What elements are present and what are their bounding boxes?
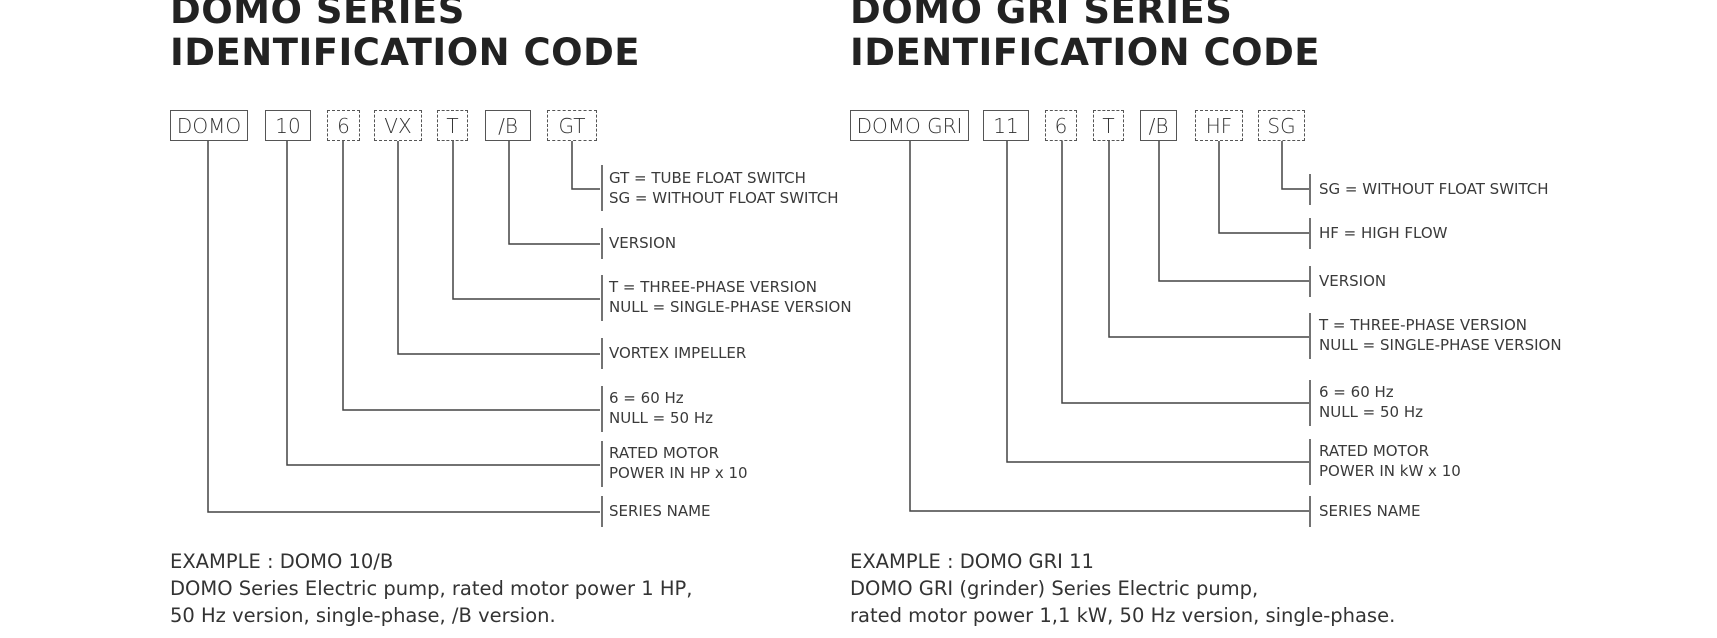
connector-series-name	[207, 141, 600, 513]
left-example: EXAMPLE : DOMO 10/B DOMO Series Electric…	[170, 548, 692, 629]
code-box-domo: DOMO	[170, 110, 248, 141]
example-line1: DOMO Series Electric pump, rated motor p…	[170, 577, 693, 600]
code-box-version: /B	[485, 110, 531, 141]
connector-frequency	[1061, 141, 1309, 404]
code-box-phase: T	[1093, 110, 1124, 141]
connector-power	[286, 141, 600, 466]
code-box-power: 10	[265, 110, 311, 141]
label-high-flow: HF = HIGH FLOW	[1319, 223, 1447, 243]
code-box-high-flow: HF	[1195, 110, 1243, 141]
label-line: NULL = SINGLE-PHASE VERSION	[609, 298, 852, 316]
code-box-domo-gri: DOMO GRI	[850, 110, 969, 141]
label-line: POWER IN HP x 10	[609, 464, 748, 482]
connector-frequency	[342, 141, 600, 411]
label-line: T = THREE-PHASE VERSION	[1319, 316, 1527, 334]
label-version: VERSION	[609, 233, 676, 253]
label-line: SERIES NAME	[609, 502, 711, 520]
label-line: NULL = 50 Hz	[609, 409, 714, 427]
left-title: DOMO SERIES IDENTIFICATION CODE	[170, 0, 640, 74]
example-line1: DOMO GRI (grinder) Series Electric pump,	[850, 577, 1259, 600]
label-line: 6 = 60 Hz	[609, 389, 684, 407]
connector-high-flow	[1218, 141, 1309, 234]
label-line: VORTEX IMPELLER	[609, 344, 747, 362]
code-box-frequency: 6	[1045, 110, 1077, 141]
label-power: RATED MOTOR POWER IN kW x 10	[1319, 441, 1461, 481]
label-vortex: VORTEX IMPELLER	[609, 343, 746, 363]
label-line: GT = TUBE FLOAT SWITCH	[609, 169, 806, 187]
label-series-name: SERIES NAME	[609, 501, 711, 521]
connector-float-switch	[1281, 141, 1309, 190]
label-line: NULL = SINGLE-PHASE VERSION	[1319, 336, 1562, 354]
code-box-phase: T	[437, 110, 468, 141]
code-box-float-switch: GT	[547, 110, 597, 141]
label-phase: T = THREE-PHASE VERSION NULL = SINGLE-PH…	[1319, 315, 1562, 355]
right-title-line2: IDENTIFICATION CODE	[850, 31, 1321, 74]
left-title-line2: IDENTIFICATION CODE	[170, 31, 641, 74]
label-series-name: SERIES NAME	[1319, 501, 1421, 521]
label-line: HF = HIGH FLOW	[1319, 224, 1448, 242]
connector-float-switch	[571, 141, 600, 190]
connector-phase	[1108, 141, 1309, 338]
connector-version	[508, 141, 600, 245]
right-title: DOMO GRI SERIES IDENTIFICATION CODE	[850, 0, 1320, 74]
label-line: T = THREE-PHASE VERSION	[609, 278, 817, 296]
label-line: VERSION	[609, 234, 677, 252]
label-line: NULL = 50 Hz	[1319, 403, 1424, 421]
connector-power	[1006, 141, 1309, 463]
code-box-power: 11	[983, 110, 1029, 141]
label-phase: T = THREE-PHASE VERSION NULL = SINGLE-PH…	[609, 277, 852, 317]
code-box-version: /B	[1140, 110, 1177, 141]
left-title-line1: DOMO SERIES	[170, 0, 465, 32]
code-box-frequency: 6	[327, 110, 360, 141]
code-box-float-switch: SG	[1258, 110, 1305, 141]
label-frequency: 6 = 60 Hz NULL = 50 Hz	[609, 388, 713, 428]
label-power: RATED MOTOR POWER IN HP x 10	[609, 443, 748, 483]
connector-version	[1158, 141, 1309, 282]
example-line2: rated motor power 1,1 kW, 50 Hz version,…	[850, 604, 1396, 627]
label-line: RATED MOTOR	[609, 444, 720, 462]
example-line2: 50 Hz version, single-phase, /B version.	[170, 604, 556, 627]
label-float-switch: SG = WITHOUT FLOAT SWITCH	[1319, 179, 1549, 199]
label-line: 6 = 60 Hz	[1319, 383, 1394, 401]
code-box-vortex: VX	[374, 110, 422, 141]
label-line: SG = WITHOUT FLOAT SWITCH	[609, 189, 839, 207]
connector-phase	[452, 141, 600, 300]
label-float-switch: GT = TUBE FLOAT SWITCH SG = WITHOUT FLOA…	[609, 168, 839, 208]
connector-series-name	[909, 141, 1309, 512]
right-example: EXAMPLE : DOMO GRI 11 DOMO GRI (grinder)…	[850, 548, 1395, 629]
label-line: POWER IN kW x 10	[1319, 462, 1461, 480]
label-line: SERIES NAME	[1319, 502, 1421, 520]
connector-vortex	[397, 141, 600, 355]
label-frequency: 6 = 60 Hz NULL = 50 Hz	[1319, 382, 1423, 422]
example-heading: EXAMPLE : DOMO 10/B	[170, 550, 394, 573]
label-line: SG = WITHOUT FLOAT SWITCH	[1319, 180, 1549, 198]
right-title-line1: DOMO GRI SERIES	[850, 0, 1233, 32]
label-line: VERSION	[1319, 272, 1387, 290]
example-heading: EXAMPLE : DOMO GRI 11	[850, 550, 1094, 573]
label-version: VERSION	[1319, 271, 1386, 291]
label-line: RATED MOTOR	[1319, 442, 1430, 460]
